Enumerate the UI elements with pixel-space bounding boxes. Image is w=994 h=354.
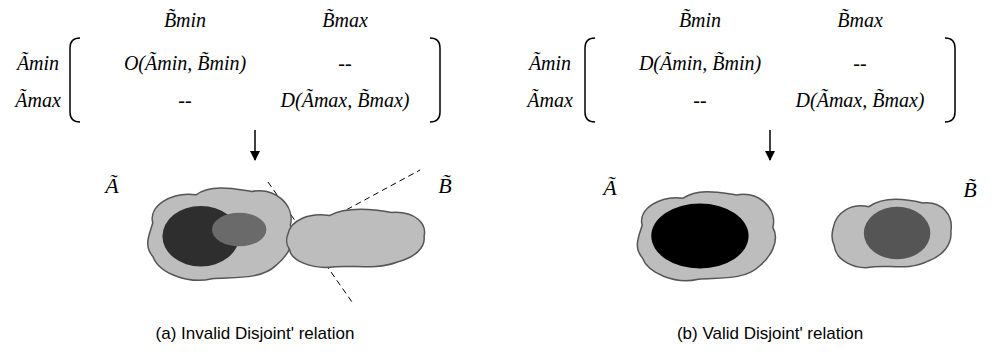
- matrix-bracket: [430, 38, 440, 122]
- down-arrow: [769, 130, 771, 160]
- matrix-entry: Ãmax: [15, 89, 61, 112]
- matrix-bracket: [945, 38, 955, 122]
- matrix-entry: B̃min: [164, 9, 206, 32]
- matrix-entry: B̃min: [679, 9, 721, 32]
- matrix-entry: B̃max: [837, 9, 883, 32]
- matrix-entry: --: [178, 89, 191, 112]
- matrix-entry: D(Ãmin, B̃min): [639, 52, 761, 75]
- set-region: Ã: [140, 178, 300, 290]
- set-label: B̃: [963, 177, 976, 203]
- set-region: B̃: [282, 198, 430, 278]
- matrix-entry: D(Ãmax, B̃max): [796, 89, 925, 112]
- bound-ellipse: [212, 213, 266, 247]
- set-label: Ã: [603, 175, 616, 201]
- region-outline: [828, 186, 956, 280]
- matrix-bracket: [70, 38, 80, 122]
- region-blob: [832, 199, 951, 267]
- matrix-entry: Ãmax: [527, 89, 573, 112]
- set-label: B̃: [438, 173, 451, 199]
- set-region: Ã: [630, 182, 782, 290]
- matrix-entry: --: [338, 52, 351, 75]
- matrix-bracket: [585, 38, 595, 122]
- matrix-entry: --: [853, 52, 866, 75]
- figure-caption: (b) Valid Disjoint' relation: [677, 324, 863, 344]
- figure-caption: (a) Invalid Disjoint' relation: [156, 324, 355, 344]
- bound-ellipse: [864, 207, 931, 260]
- region-blob: [286, 209, 424, 267]
- matrix-entry: O(Ãmin, B̃min): [124, 52, 246, 75]
- matrix-entry: --: [693, 89, 706, 112]
- region-outline: [140, 178, 300, 290]
- region-blob: [148, 188, 293, 280]
- region-blob: [637, 192, 775, 281]
- set-label: Ã: [105, 173, 118, 199]
- bound-ellipse: [651, 204, 748, 269]
- matrix-entry: B̃max: [322, 9, 368, 32]
- matrix-entry: Ãmin: [529, 52, 571, 75]
- matrix-entry: Ãmin: [17, 52, 59, 75]
- matrix-entry: D(Ãmax, B̃max): [281, 89, 410, 112]
- down-arrow: [254, 130, 256, 160]
- region-outline: [630, 182, 782, 290]
- region-outline: [282, 198, 430, 278]
- set-region: B̃: [828, 186, 956, 280]
